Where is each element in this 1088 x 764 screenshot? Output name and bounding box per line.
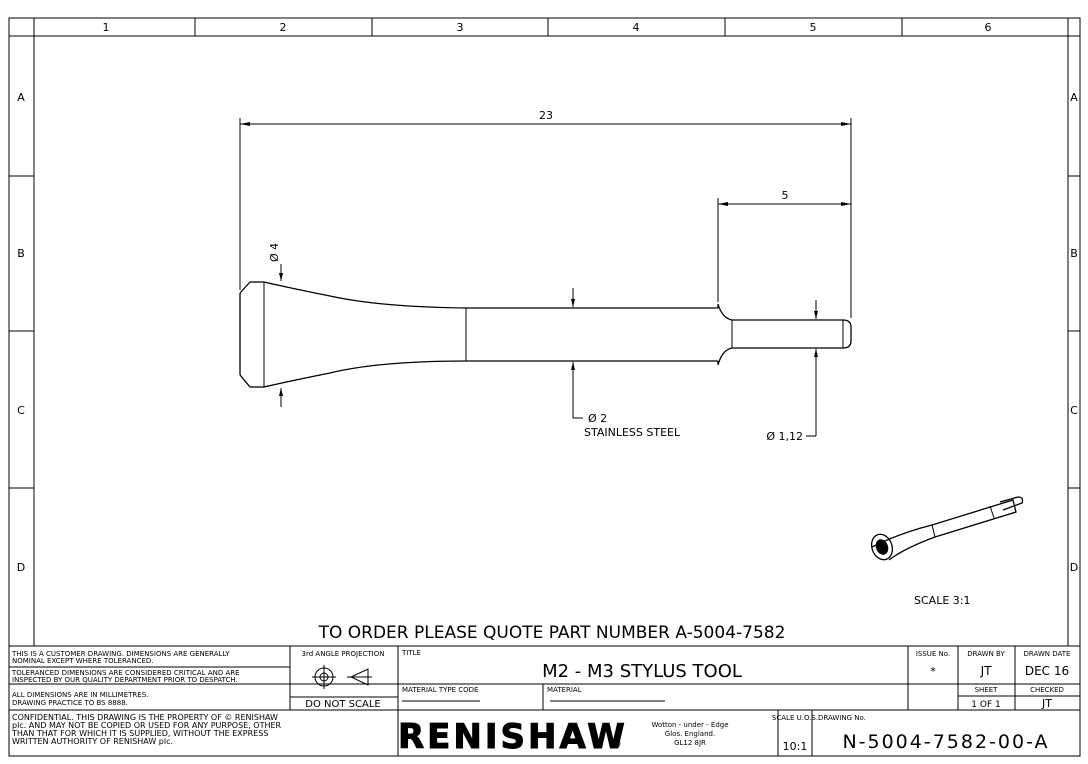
sheet-label: SHEET <box>975 686 999 694</box>
drawn-by-value: JT <box>980 664 993 678</box>
dimension-overall-length-label: 23 <box>539 109 553 122</box>
material-note: STAINLESS STEEL <box>584 426 681 439</box>
customer-drawing-note-line2: NOMINAL EXCEPT WHERE TOLERANCED. <box>12 657 154 665</box>
units-note-line1: ALL DIMENSIONS ARE IN MILLIMETRES. <box>12 691 148 699</box>
drawn-date-label: DRAWN DATE <box>1024 650 1071 658</box>
dimension-tip-diameter-label: Ø 1,12 <box>766 430 803 443</box>
isometric-scale-label: SCALE 3:1 <box>914 594 970 607</box>
column-zone-dividers <box>194 18 903 36</box>
scale-label: SCALE U.O.S. <box>772 714 818 722</box>
checked-value: JT <box>1041 697 1052 710</box>
dimension-shank-diameter-label: Ø 2 <box>588 412 607 425</box>
column-label-6: 6 <box>985 21 992 34</box>
drawing-number-value: N-5004-7582-00-A <box>842 731 1049 753</box>
third-angle-projection-icon <box>312 665 372 689</box>
dimension-tip-length-label: 5 <box>782 189 789 202</box>
title-label: TITLE <box>401 649 421 657</box>
column-label-1: 1 <box>103 21 110 34</box>
sheet-value: 1 OF 1 <box>971 700 1000 710</box>
issue-number-label: ISSUE No. <box>916 650 950 658</box>
row-label-c-right: C <box>1070 404 1078 417</box>
confidential-line2: plc. AND MAY NOT BE COPIED OR USED FOR A… <box>12 721 282 730</box>
address-line3: GL12 8JR <box>674 739 706 747</box>
row-zone-dividers <box>9 175 1080 489</box>
row-label-b-left: B <box>17 247 25 260</box>
column-label-4: 4 <box>633 21 640 34</box>
material-type-code-label: MATERIAL TYPE CODE <box>402 686 478 694</box>
drawing-title: M2 - M3 STYLUS TOOL <box>542 661 742 682</box>
column-label-3: 3 <box>457 21 464 34</box>
dimension-tip-length <box>717 198 851 302</box>
stylus-tool-side-view <box>239 281 852 388</box>
renishaw-logo: RENISHAW <box>398 717 628 757</box>
dimension-tip-diameter-arrows <box>806 300 818 437</box>
dimension-overall-length <box>239 118 852 318</box>
registered-trademark: ® <box>610 737 622 751</box>
order-note: TO ORDER PLEASE QUOTE PART NUMBER A-5004… <box>318 623 786 643</box>
do-not-scale-label: DO NOT SCALE <box>305 699 380 710</box>
address-line2: Glos. England. <box>665 730 715 738</box>
tolerance-note-line2: INSPECTED BY OUR QUALITY DEPARTMENT PRIO… <box>12 676 238 684</box>
scale-value: 10:1 <box>783 740 808 753</box>
customer-drawing-note-line1: THIS IS A CUSTOMER DRAWING. DIMENSIONS A… <box>11 650 230 658</box>
row-label-a-right: A <box>1070 91 1078 104</box>
title-block-grid <box>9 645 1080 756</box>
row-label-b-right: B <box>1070 247 1078 260</box>
column-label-2: 2 <box>280 21 287 34</box>
confidential-line3: THAN THAT FOR WHICH IT IS SUPPLIED, WITH… <box>11 729 268 738</box>
drawn-by-label: DRAWN BY <box>967 650 1005 658</box>
row-label-c-left: C <box>17 404 25 417</box>
units-note-line2: DRAWING PRACTICE TO BS 8888. <box>12 699 128 707</box>
checked-label: CHECKED <box>1030 686 1064 694</box>
inner-frame <box>33 35 1069 647</box>
outer-frame <box>8 17 1081 757</box>
confidential-line4: WRITTEN AUTHORITY OF RENISHAW plc. <box>12 737 173 746</box>
dimension-head-diameter-arrows <box>279 264 283 407</box>
dimension-head-diameter-label: Ø 4 <box>268 243 281 262</box>
drawing-number-label: DRAWING No. <box>818 714 866 722</box>
column-label-5: 5 <box>810 21 817 34</box>
dimension-shank-diameter-arrows <box>571 288 583 419</box>
row-label-a-left: A <box>17 91 25 104</box>
issue-number-value: * <box>930 665 936 678</box>
material-label: MATERIAL <box>547 686 582 694</box>
row-label-d-right: D <box>1070 561 1078 574</box>
address-line1: Wotton - under - Edge <box>651 721 728 729</box>
projection-label: 3rd ANGLE PROJECTION <box>302 650 385 658</box>
drawn-date-value: DEC 16 <box>1025 664 1069 678</box>
tolerance-note-line1: TOLERANCED DIMENSIONS ARE CONSIDERED CRI… <box>11 669 240 677</box>
row-label-d-left: D <box>17 561 25 574</box>
stylus-tool-isometric-view <box>870 496 1024 561</box>
confidential-line1: CONFIDENTIAL. THIS DRAWING IS THE PROPER… <box>12 713 278 722</box>
